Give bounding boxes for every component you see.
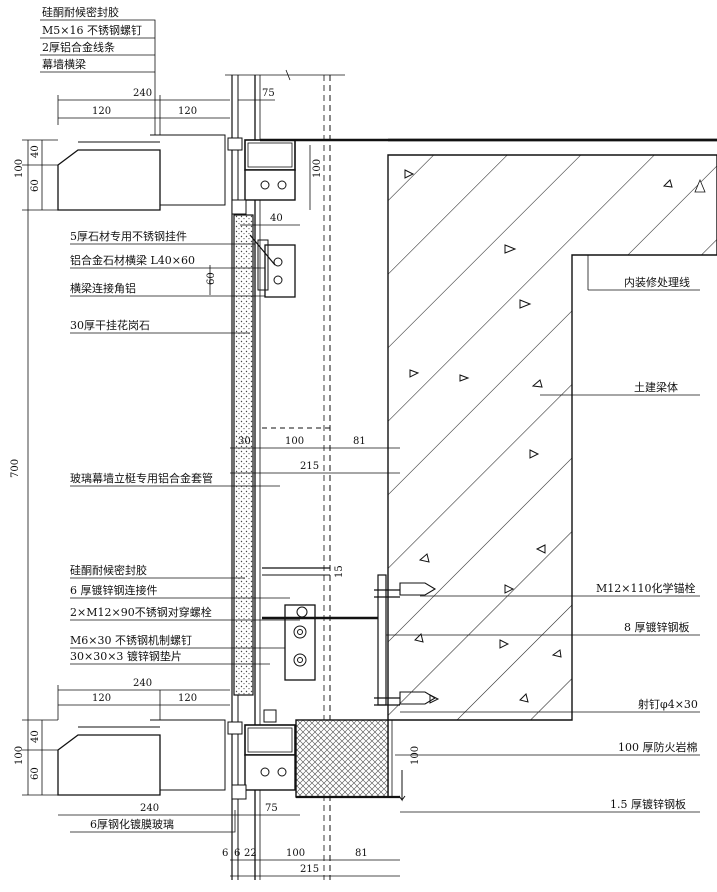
dim-bot-120b: 120 (178, 693, 197, 704)
dim-b-215: 215 (300, 864, 319, 875)
dim-top-60: 60 (30, 179, 41, 192)
dim-low-75: 75 (265, 803, 278, 814)
dim-bot-40: 40 (30, 730, 41, 743)
dim-bot-120a: 120 (92, 693, 111, 704)
dim-top-120a: 120 (92, 106, 111, 117)
dim-stone-40: 40 (270, 213, 283, 224)
label-nail: 射钉φ4×30 (638, 697, 698, 711)
label-washer: 30×30×3 镀锌钢垫片 (70, 649, 182, 663)
dim-height-700: 700 (10, 459, 21, 478)
steel-connector (262, 574, 437, 706)
label-civil-beam: 土建梁体 (634, 380, 678, 394)
label-beam-angle: 横梁连接角铝 (70, 281, 136, 295)
dim-wool-100: 100 (410, 746, 421, 765)
label-sleeve: 玻璃幕墙立梃专用铝合金套管 (70, 471, 213, 485)
dim-top-240: 240 (133, 88, 152, 99)
dim-b-22: 22 (244, 848, 257, 859)
dim-low-240: 240 (140, 803, 159, 814)
label-silicone-sealant-mid: 硅酮耐候密封胶 (70, 563, 147, 577)
label-chem-anchor: M12×110化学锚栓 (596, 581, 695, 595)
label-rock-wool: 100 厚防火岩棉 (618, 740, 698, 754)
label-curtain-beam: 幕墙横梁 (42, 57, 86, 71)
dim-mid-215: 215 (300, 461, 319, 472)
label-m5-screw: M5×16 不锈钢螺钉 (42, 24, 142, 37)
dim-stone-60: 60 (206, 272, 217, 285)
dim-side-100: 100 (14, 159, 25, 178)
dimension-lines (22, 95, 400, 877)
label-alu-stone-beam: 铝合金石材横梁 L40×60 (70, 253, 195, 267)
stone-hanger (249, 234, 296, 298)
dim-top-75: 75 (262, 88, 275, 99)
label-plate-8mm: 8 厚镀锌钢板 (624, 620, 690, 634)
dim-mid-100: 100 (285, 436, 304, 447)
label-glass: 6厚钢化镀膜玻璃 (90, 817, 174, 831)
dim-bot-side-100: 100 (14, 746, 25, 765)
label-granite: 30厚干挂花岗石 (70, 318, 150, 332)
lower-transom (57, 709, 296, 800)
label-through-bolt: 2×M12×90不锈钢对穿螺栓 (70, 605, 212, 619)
label-silicone-sealant-top: 硅酮耐候密封胶 (42, 5, 119, 19)
dim-bot-60: 60 (30, 767, 41, 780)
label-connector-6mm: 6 厚镀锌钢连接件 (70, 583, 158, 597)
rock-wool (295, 719, 389, 798)
alu-sleeve (262, 427, 330, 576)
dimension-values: 240 120 120 75 100 40 60 100 40 60 30 10… (10, 88, 421, 875)
dim-mid-81: 81 (353, 436, 366, 447)
leader-lines (40, 19, 706, 833)
dim-bot-240: 240 (133, 678, 152, 689)
label-interior-line: 内装修处理线 (624, 275, 690, 289)
label-plate-1-5: 1.5 厚镀锌钢板 (610, 797, 686, 811)
label-alu-strip: 2厚铝合金线条 (42, 40, 115, 54)
dim-b-81: 81 (355, 848, 368, 859)
dim-gap-15: 15 (334, 565, 345, 578)
dim-top-120b: 120 (178, 106, 197, 117)
upper-transom (57, 134, 717, 215)
dim-mid-30: 30 (238, 436, 251, 447)
dim-top-40: 40 (30, 145, 41, 158)
dim-top-100v: 100 (312, 159, 323, 178)
dim-b-6a: 6 (222, 848, 228, 859)
dim-b-100: 100 (286, 848, 305, 859)
dim-b-6b: 6 (234, 848, 240, 859)
label-machine-screw: M6×30 不锈钢机制螺钉 (70, 633, 192, 647)
label-stone-hanger: 5厚石材专用不锈钢挂件 (70, 229, 187, 243)
granite-panel (233, 214, 254, 696)
component-labels: 硅酮耐候密封胶 M5×16 不锈钢螺钉 2厚铝合金线条 幕墙横梁 5厚石材专用不… (42, 5, 698, 831)
